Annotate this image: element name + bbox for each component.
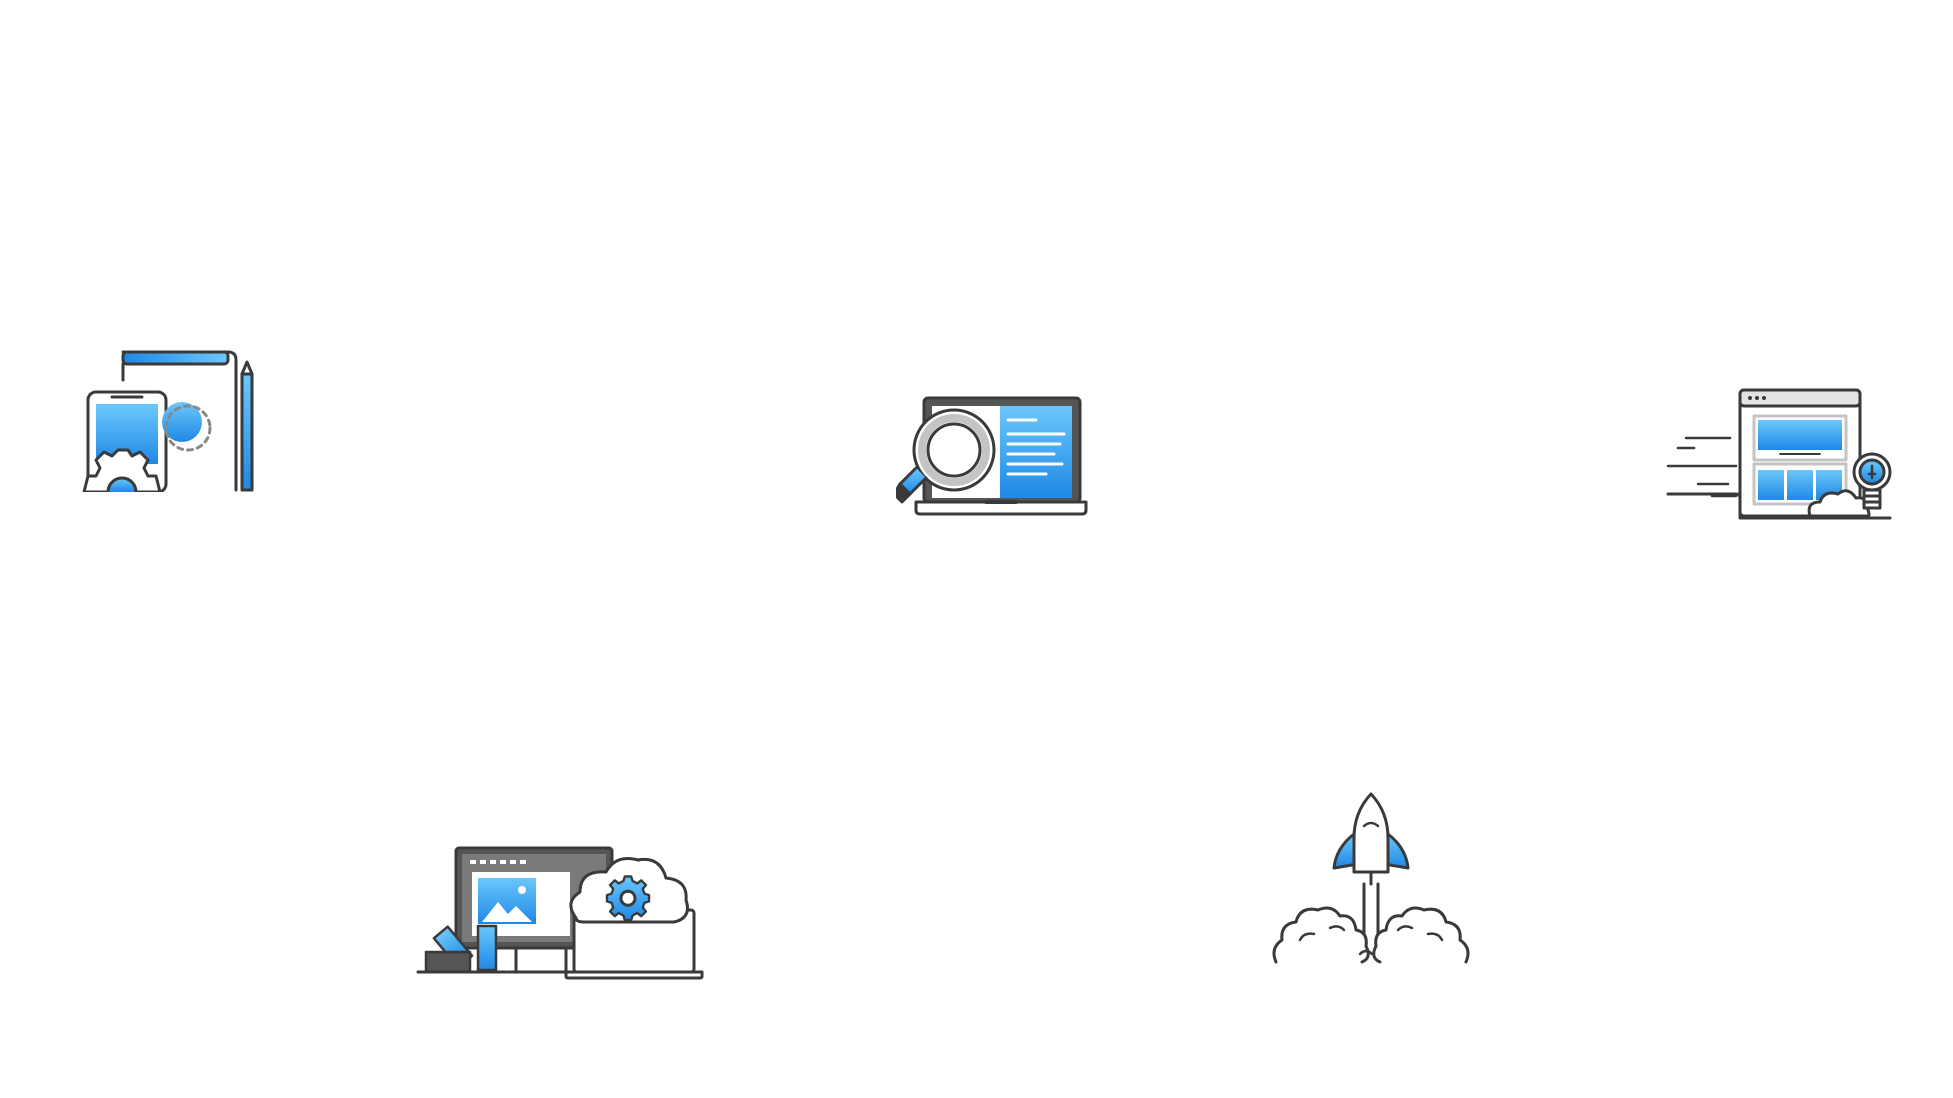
rocket-launch-icon — [1272, 792, 1470, 964]
fast-website-idea-icon — [1666, 388, 1892, 520]
mobile-design-icon — [82, 350, 254, 492]
web-development-cloud-icon — [416, 846, 704, 980]
laptop-search-icon — [896, 396, 1088, 516]
